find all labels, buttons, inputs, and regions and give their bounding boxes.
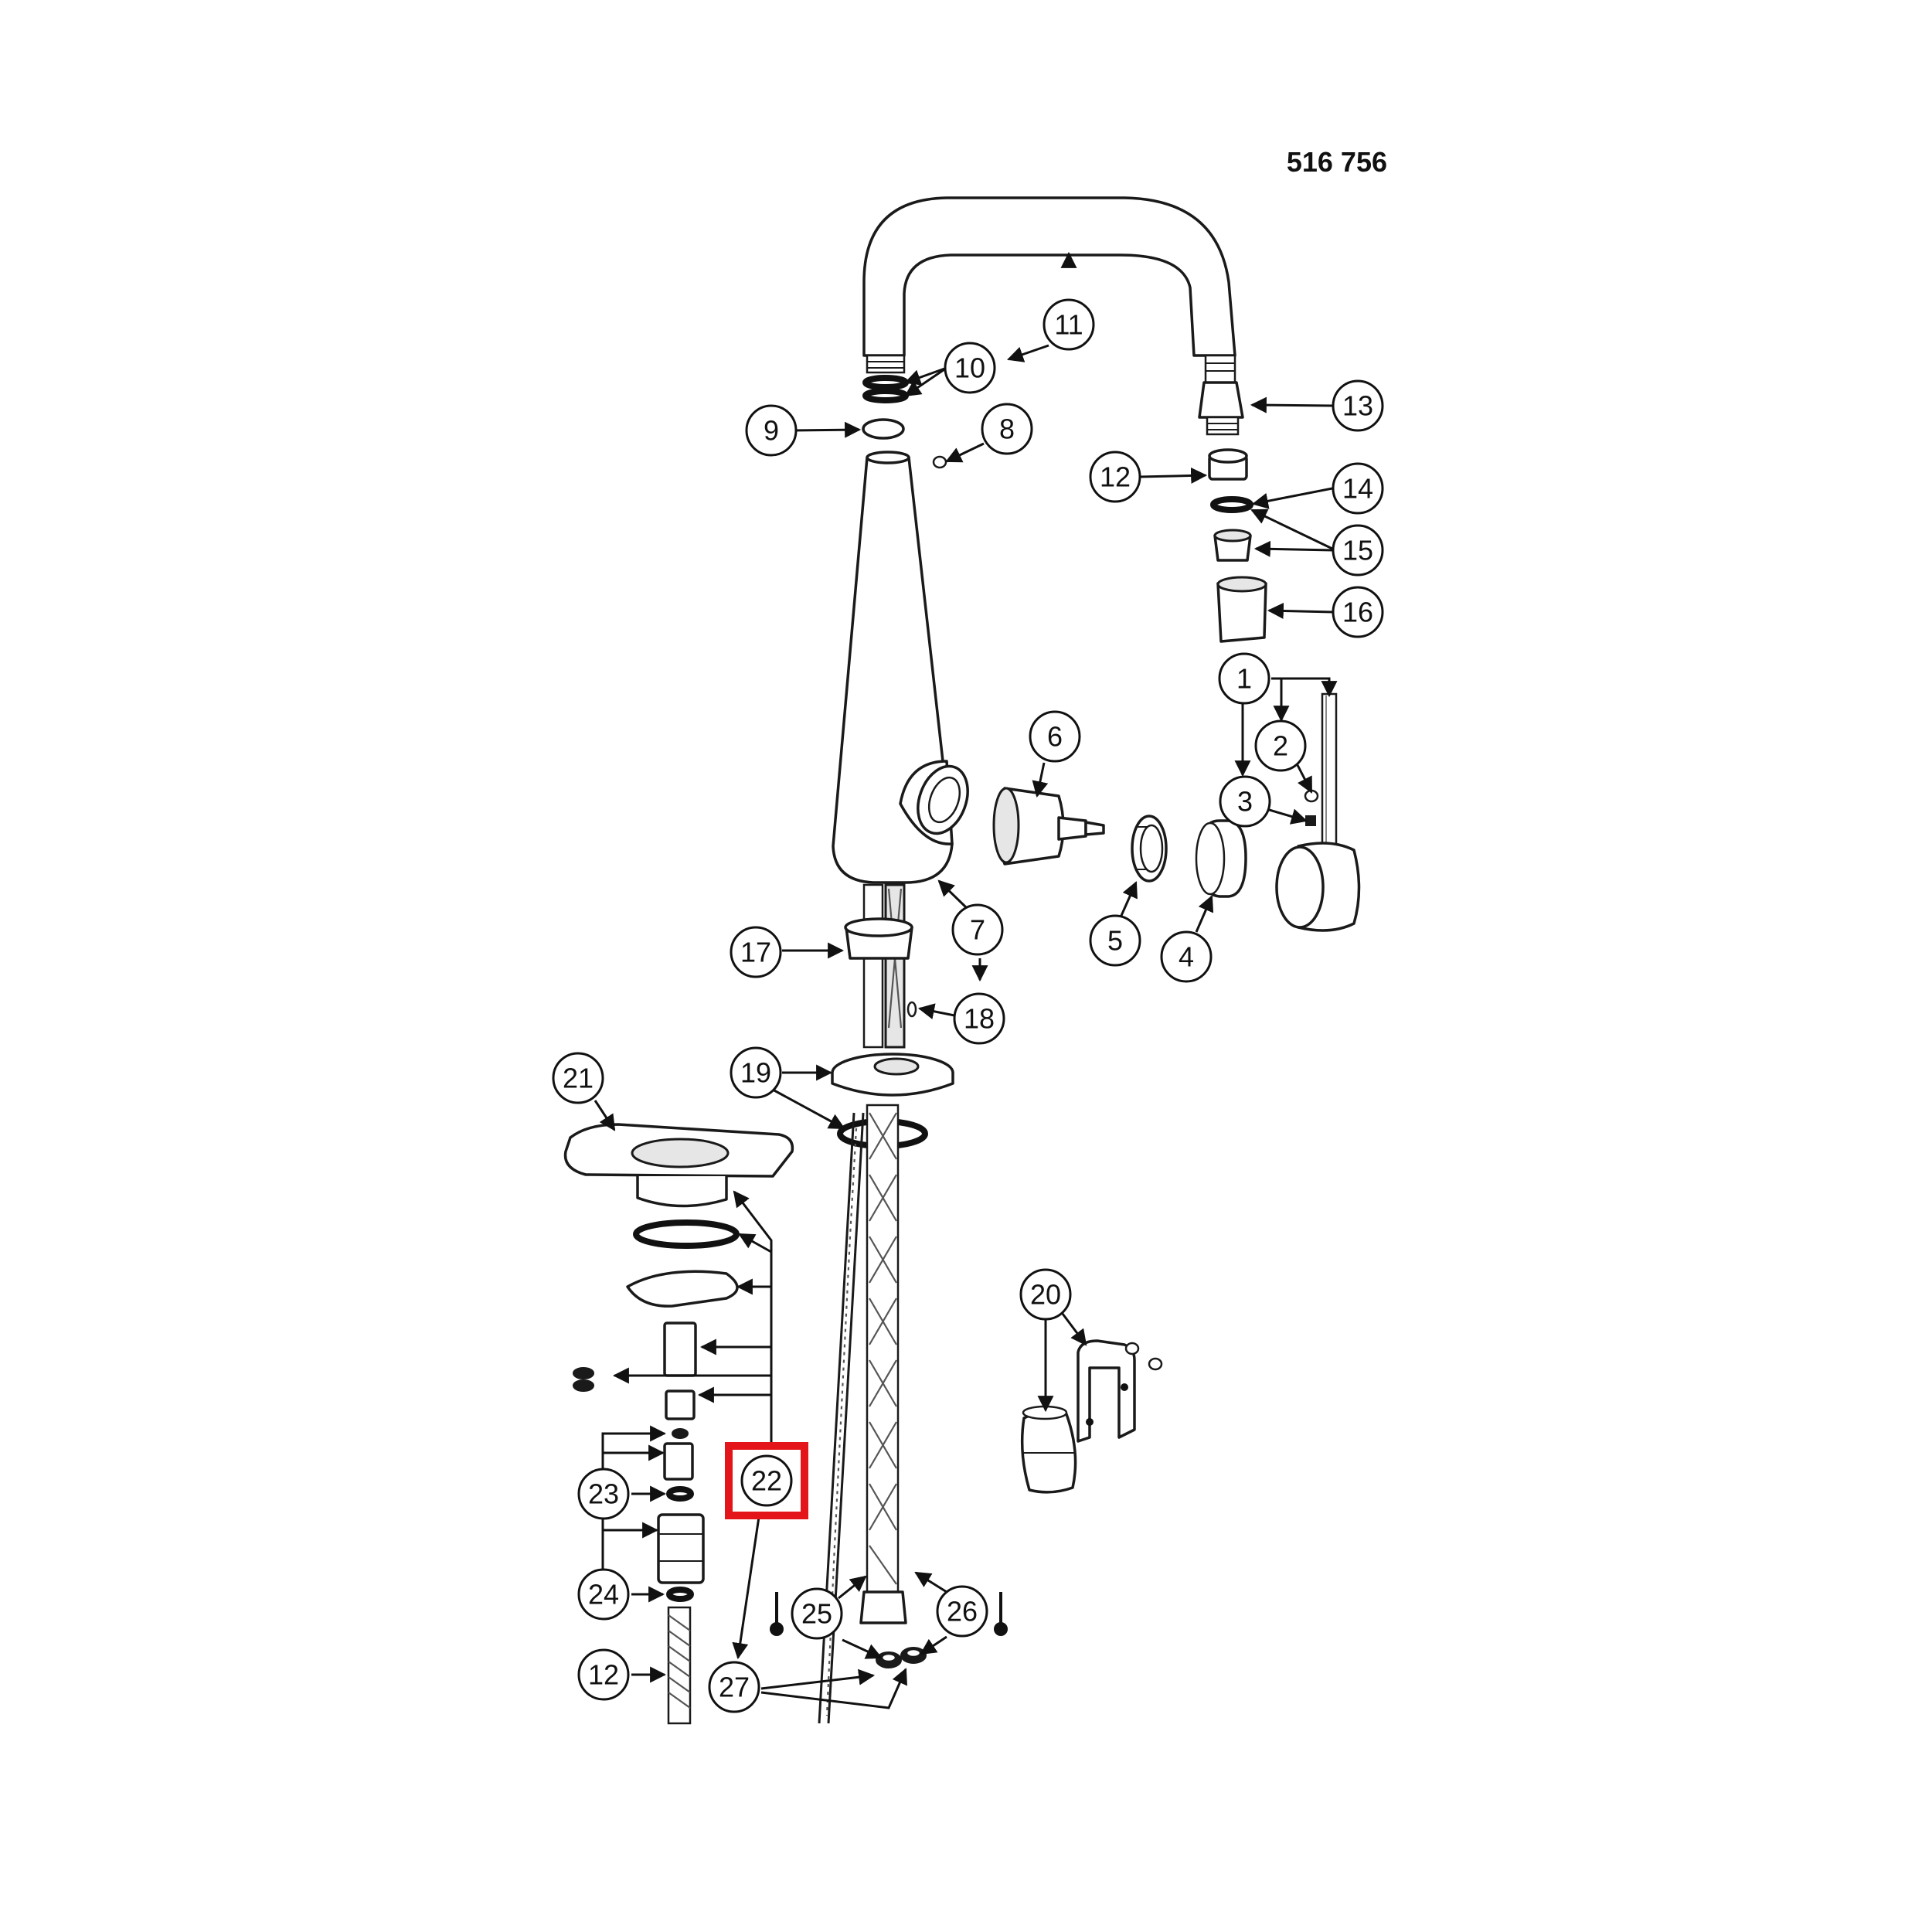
- mounting-bracket-part: [1077, 1339, 1163, 1443]
- svg-text:12: 12: [1100, 461, 1131, 493]
- callout-23: 23: [577, 1468, 630, 1520]
- svg-text:20: 20: [1030, 1279, 1061, 1311]
- leader-lines: [594, 251, 1338, 1709]
- spray-hose-part: [667, 1606, 692, 1725]
- callout-1: 1: [1218, 652, 1270, 705]
- callout-22-highlight-box: [725, 1442, 808, 1519]
- thermometer-icon: [770, 1592, 784, 1636]
- thermometer-icon: [994, 1592, 1008, 1636]
- svg-text:2: 2: [1273, 730, 1288, 762]
- svg-text:26: 26: [947, 1596, 978, 1628]
- deck-o-ring-part: [633, 1219, 740, 1249]
- callout-19: 19: [730, 1046, 782, 1099]
- callout-22: 22: [725, 1442, 808, 1519]
- supply-nut-part: [876, 1647, 927, 1668]
- callout-3: 3: [1219, 775, 1271, 828]
- locator-pin-part: [906, 1001, 917, 1018]
- callout-12-top: 12: [1089, 451, 1141, 503]
- aerator-adapter-part: [1208, 448, 1248, 481]
- deck-plate-part: [563, 1123, 794, 1208]
- callout-14: 14: [1332, 462, 1384, 515]
- spout-washer-part: [862, 418, 905, 440]
- svg-text:27: 27: [719, 1672, 750, 1703]
- svg-text:17: 17: [740, 937, 771, 968]
- callout-2: 2: [1254, 719, 1307, 772]
- connector-washer-part: [672, 1428, 689, 1439]
- callout-20: 20: [1019, 1268, 1072, 1321]
- callout-25: 25: [791, 1587, 843, 1640]
- svg-text:15: 15: [1342, 535, 1373, 566]
- svg-text:25: 25: [801, 1598, 832, 1630]
- svg-text:11: 11: [1054, 309, 1083, 341]
- callout-4: 4: [1160, 930, 1213, 983]
- svg-text:21: 21: [563, 1063, 594, 1094]
- bonnet-nut-part: [1131, 815, 1168, 883]
- svg-text:12: 12: [588, 1659, 619, 1691]
- callout-18: 18: [953, 992, 1005, 1045]
- mounting-spacer-part: [844, 917, 913, 960]
- connector-nut-part: [663, 1442, 694, 1481]
- callout-17: 17: [730, 926, 782, 978]
- connector-gasket-part: [666, 1587, 694, 1602]
- small-washer-part: [573, 1367, 594, 1392]
- svg-text:22: 22: [751, 1465, 782, 1497]
- svg-text:8: 8: [999, 413, 1015, 445]
- svg-text:23: 23: [588, 1478, 619, 1510]
- quick-connect-part: [657, 1513, 705, 1584]
- callout-21: 21: [552, 1052, 604, 1104]
- svg-text:3: 3: [1237, 786, 1253, 818]
- mounting-nut-part: [665, 1389, 696, 1420]
- callout-12-bottom: 12: [577, 1648, 630, 1701]
- svg-text:9: 9: [764, 415, 779, 447]
- spout-thread-left: [862, 354, 909, 403]
- braided-hose-part: [859, 1104, 907, 1624]
- lever-handle-part: [1275, 692, 1361, 932]
- connector-o-ring-part: [666, 1486, 694, 1502]
- callout-15: 15: [1332, 524, 1384, 577]
- clamp-plate-part: [626, 1270, 739, 1308]
- svg-text:14: 14: [1342, 473, 1373, 505]
- svg-text:10: 10: [954, 352, 985, 384]
- spout-outlet-thread: [1198, 354, 1244, 436]
- callout-26: 26: [936, 1585, 988, 1638]
- svg-text:1: 1: [1236, 663, 1252, 695]
- callout-8: 8: [981, 403, 1033, 455]
- callout-13: 13: [1332, 379, 1384, 432]
- callout-11: 11: [1043, 298, 1095, 351]
- callout-6: 6: [1029, 710, 1081, 763]
- svg-text:6: 6: [1047, 721, 1063, 753]
- set-screw-part: [932, 455, 947, 469]
- faucet-body-part: [832, 451, 969, 884]
- callout-27: 27: [708, 1661, 760, 1713]
- svg-text:24: 24: [588, 1579, 619, 1611]
- callout-16: 16: [1332, 586, 1384, 638]
- cartridge-part: [992, 787, 1105, 866]
- hose-guide-part: [1020, 1405, 1077, 1494]
- aerator-insert-part: [1213, 529, 1252, 562]
- callout-7: 7: [951, 903, 1004, 956]
- svg-text:16: 16: [1342, 597, 1373, 628]
- model-number: 516 756: [1287, 146, 1387, 178]
- callout-24: 24: [577, 1568, 630, 1621]
- callout-10: 10: [944, 342, 996, 394]
- callout-5: 5: [1089, 914, 1141, 967]
- handle-set-screw-part: [1305, 815, 1316, 826]
- handle-screw-part: [1304, 789, 1319, 803]
- svg-text:5: 5: [1107, 925, 1123, 957]
- svg-text:4: 4: [1179, 941, 1194, 973]
- spout-part: [862, 196, 1236, 357]
- aerator-housing-part: [1216, 576, 1267, 643]
- svg-text:13: 13: [1342, 390, 1373, 422]
- svg-text:18: 18: [964, 1003, 995, 1035]
- svg-text:19: 19: [740, 1057, 771, 1089]
- mounting-stud-part: [663, 1321, 697, 1377]
- supply-tube-part: [862, 883, 906, 1049]
- handle-cap-part: [1195, 819, 1247, 898]
- aerator-gasket-part: [1210, 496, 1253, 513]
- base-plate-part: [831, 1053, 954, 1097]
- svg-text:7: 7: [970, 914, 985, 946]
- callout-9: 9: [745, 404, 798, 457]
